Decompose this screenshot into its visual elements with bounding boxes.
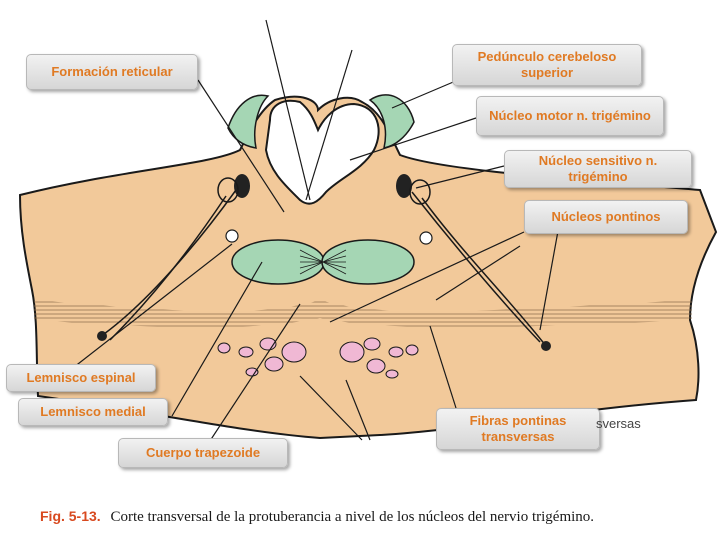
trigeminal-motor-nucleus-right [396, 174, 412, 198]
figure-caption: Fig. 5-13. Corte transversal de la protu… [40, 508, 700, 534]
fourth-ventricle [264, 99, 380, 205]
trigeminal-sensory-nucleus-right [409, 179, 431, 205]
label-nucleo-motor-trigemino: Núcleo motor n. trigémino [476, 96, 664, 136]
transverse-fibers-band [34, 300, 692, 328]
label-pedunculo-cerebeloso-superior: Pedúnculo cerebeloso superior [452, 44, 642, 86]
leader-lines [59, 19, 561, 451]
trigeminal-nerve-roots [103, 189, 547, 347]
label-formacion-reticular: Formación reticular [26, 54, 198, 90]
spinal-lemniscus-left [225, 229, 239, 243]
figure-number: Fig. 5-13. [40, 508, 101, 524]
decussation-lines [299, 249, 347, 275]
nerve-root-end-left [97, 331, 107, 341]
trigeminal-motor-nucleus-left [234, 174, 250, 198]
pontine-nuclei [217, 337, 419, 379]
stray-underlying-text: sversas [596, 416, 641, 431]
label-nucleos-pontinos: Núcleos pontinos [524, 200, 688, 234]
superior-cerebellar-peduncle-right [368, 94, 415, 149]
label-fibras-pontinas-transversas: Fibras pontinas transversas [436, 408, 600, 450]
label-lemnisco-medial: Lemnisco medial [18, 398, 168, 426]
nerve-root-end-right [541, 341, 551, 351]
figure-caption-text: Corte transversal de la protuberancia a … [110, 509, 595, 525]
spinal-lemniscus-right [419, 231, 433, 245]
superior-cerebellar-peduncle-left [227, 94, 270, 149]
label-nucleo-sensitivo-trigemino: Núcleo sensitivo n. trigémino [504, 150, 692, 188]
label-lemnisco-espinal: Lemnisco espinal [6, 364, 156, 392]
label-cuerpo-trapezoide: Cuerpo trapezoide [118, 438, 288, 468]
